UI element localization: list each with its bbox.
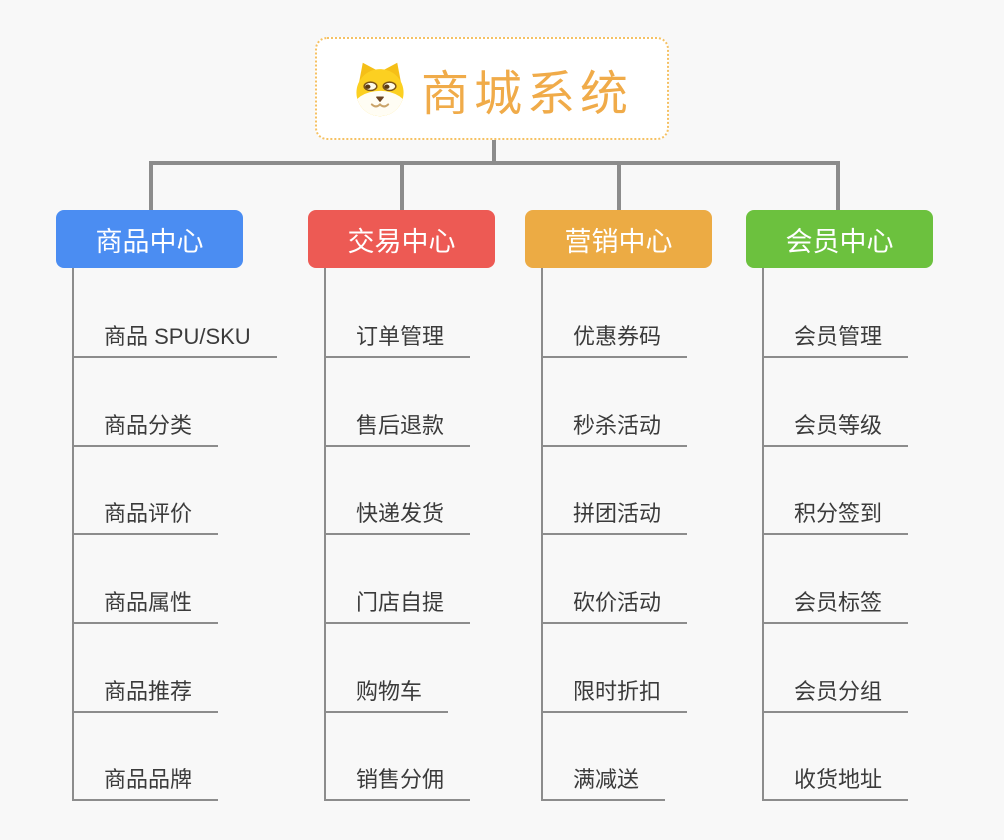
connector-root-stub <box>492 140 496 163</box>
leaf-item[interactable]: 会员标签 <box>762 588 909 624</box>
branch-node-marketing-center[interactable]: 营销中心 <box>525 210 712 268</box>
leaf-item[interactable]: 拼团活动 <box>541 499 688 535</box>
leaf-item[interactable]: 商品推荐 <box>72 677 219 713</box>
leaf-item[interactable]: 会员分组 <box>762 677 909 713</box>
connector-drop-member <box>836 165 840 210</box>
connector-horizontal-bar <box>149 161 840 165</box>
leaf-item[interactable]: 销售分佣 <box>324 765 471 801</box>
leaf-item[interactable]: 商品 SPU/SKU <box>72 322 277 358</box>
connector-drop-marketing <box>617 165 621 210</box>
leaf-item[interactable]: 商品评价 <box>72 499 219 535</box>
leaf-item[interactable]: 订单管理 <box>324 322 471 358</box>
leaf-item[interactable]: 门店自提 <box>324 588 471 624</box>
branch-column-member: 会员管理 会员等级 积分签到 会员标签 会员分组 收货地址 <box>762 268 1002 808</box>
branch-column-trade: 订单管理 售后退款 快递发货 门店自提 购物车 销售分佣 <box>324 268 564 808</box>
leaf-item[interactable]: 砍价活动 <box>541 588 688 624</box>
leaf-item[interactable]: 商品分类 <box>72 411 219 447</box>
leaf-item[interactable]: 商品品牌 <box>72 765 219 801</box>
leaf-item[interactable]: 会员等级 <box>762 411 909 447</box>
leaf-item[interactable]: 优惠券码 <box>541 322 688 358</box>
branch-column-marketing: 优惠券码 秒杀活动 拼团活动 砍价活动 限时折扣 满减送 <box>541 268 781 808</box>
root-node[interactable]: 商城系统 <box>315 37 669 140</box>
leaf-item[interactable]: 秒杀活动 <box>541 411 688 447</box>
root-title: 商城系统 <box>420 67 633 121</box>
leaf-item[interactable]: 会员管理 <box>762 322 909 358</box>
branch-node-product-center[interactable]: 商品中心 <box>56 210 243 268</box>
connector-drop-product <box>149 165 153 210</box>
leaf-item[interactable]: 购物车 <box>324 677 449 713</box>
branch-column-product: 商品 SPU/SKU 商品分类 商品评价 商品属性 商品推荐 商品品牌 <box>72 268 312 808</box>
shiba-dog-icon <box>351 60 409 118</box>
leaf-item[interactable]: 收货地址 <box>762 765 909 801</box>
connector-drop-trade <box>400 165 404 210</box>
branch-node-trade-center[interactable]: 交易中心 <box>308 210 495 268</box>
leaf-item[interactable]: 快递发货 <box>324 499 471 535</box>
leaf-item[interactable]: 售后退款 <box>324 411 471 447</box>
leaf-item[interactable]: 商品属性 <box>72 588 219 624</box>
branch-node-member-center[interactable]: 会员中心 <box>746 210 933 268</box>
leaf-item[interactable]: 积分签到 <box>762 499 909 535</box>
leaf-item[interactable]: 限时折扣 <box>541 677 688 713</box>
leaf-item[interactable]: 满减送 <box>541 765 666 801</box>
